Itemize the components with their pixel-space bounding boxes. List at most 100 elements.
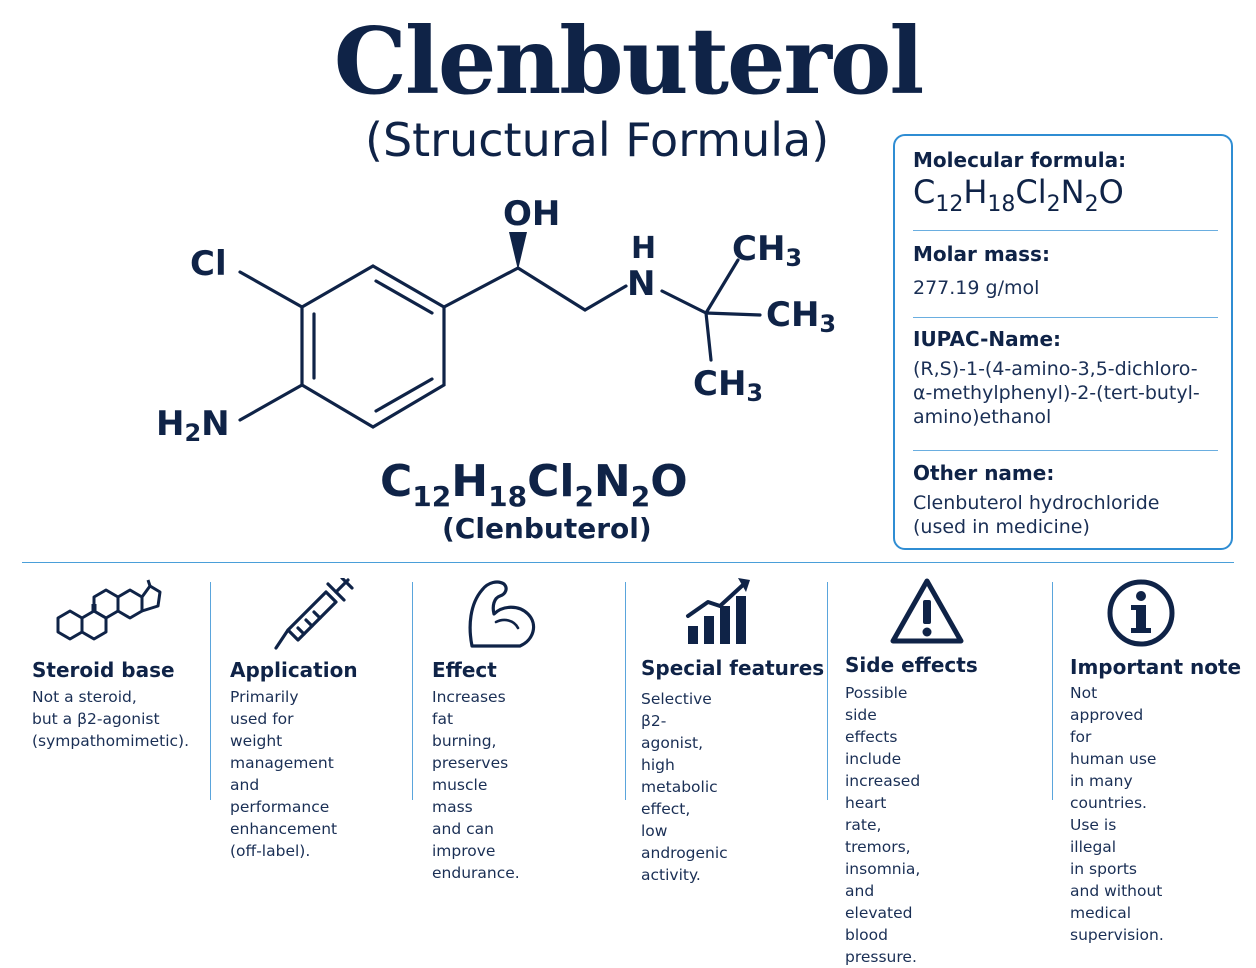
iupac-label: IUPAC-Name: [913,327,1062,351]
feature-line: and can improve [432,820,496,860]
flexed-arm-icon [468,580,536,648]
molar-mass-label: Molar mass: [913,242,1050,266]
bond-ring-nh2 [238,383,304,422]
feature-line: and performance [230,776,330,816]
iupac-section: IUPAC-Name: (R,S)-1-(4-amino-3,5-dichlor… [913,327,1218,429]
wedge-bond-oh [509,232,527,270]
molar-mass-value: 277.19 g/mol [913,277,1040,299]
atom-h2n-sub: 2 [184,419,202,447]
ch3-top-c: CH [732,229,786,269]
molecule-name: (Clenbuterol) [442,512,652,545]
column-divider [625,582,626,800]
bond-chiral-c-ch2 [516,266,587,312]
bond-c-ch3-top [704,258,740,315]
feature-line: low androgenic activity. [641,822,728,884]
fp-c-sub: 12 [412,480,452,513]
fp-h: H [451,456,489,507]
molecule-bonds [238,258,762,429]
fp-n-sub: 2 [630,480,651,513]
feature-line: high metabolic effect, [641,756,718,818]
ch3-top-sub: 3 [785,244,803,272]
ring-double-bond-1 [374,279,434,315]
feature-line: medical supervision. [1070,904,1164,944]
page-title: Clenbuterol [333,7,925,115]
bond-ring-chiral-c [442,266,520,309]
bond-ring-cl [238,270,304,309]
iupac-line: (R,S)-1-(4-amino-3,5-dichloro- [913,358,1198,380]
if-c: C [913,173,936,211]
atom-n: N [627,264,656,304]
ring-double-bond-2 [374,377,434,413]
atom-cl: Cl [190,244,227,284]
other-name-label: Other name: [913,461,1055,485]
atom-h2n: H2N [156,404,230,445]
other-name-line: (used in medicine) [913,516,1090,538]
if-o: O [1098,173,1124,211]
if-h-sub: 18 [987,192,1016,217]
syringe-icon [274,578,354,650]
ch3-right-c: CH [766,295,820,335]
fp-o: O [650,456,688,507]
feature-line: Primarily used for [230,688,299,728]
benzene-ring [300,264,446,429]
atom-oh: OH [503,194,561,234]
warning-triangle-icon [890,578,964,644]
feature-title: Side effects [845,653,978,677]
info-divider [913,317,1218,318]
feature-line: rate, tremors, insomnia, [845,816,921,878]
feature-description: Increases fat burning, preserves muscle … [432,686,520,884]
feature-line: include increased heart [845,750,921,812]
info-divider [913,450,1218,451]
bond-ch2-n [583,284,628,312]
feature-description: Primarily used for weight management and… [230,686,337,862]
iupac-line: α-methylphenyl)-2-(tert-butyl- [913,382,1200,404]
fp-cl-sub: 2 [574,480,594,513]
feature-title: Important note [1070,655,1242,679]
feature-line: Not approved for [1070,684,1144,746]
feature-line: but a β2-agonist [32,710,160,728]
fp-h-sub: 18 [488,480,528,513]
if-cl: Cl [1015,173,1047,211]
fp-n: N [593,456,631,507]
feature-line: Possible side effects [845,684,908,746]
feature-description: Not a steroid, but a β2-agonist (sympath… [32,686,189,752]
feature-line: human use in many [1070,750,1157,790]
feature-line: Not a steroid, [32,688,137,706]
atom-ch3-bottom: CH3 [693,365,763,405]
feature-line: enhancement (off-label). [230,820,338,860]
if-n-sub: 2 [1084,192,1099,217]
atom-ch3-top: CH3 [732,229,802,270]
feature-title: Steroid base [32,658,175,682]
feature-description: Possible side effects include increased … [845,682,920,968]
info-box: Molecular formula: C12H18Cl2N2O Molar ma… [893,134,1233,550]
page-subtitle: (Structural Formula) [365,113,830,167]
column-divider [210,582,211,800]
if-h: H [963,173,988,211]
feature-line: weight management [230,732,334,772]
bond-c-ch3-right [704,311,762,317]
if-n: N [1060,173,1085,211]
bond-n-c-tert [660,289,708,315]
feature-title: Effect [432,658,497,682]
atom-h2n-n: N [201,404,230,444]
info-divider [913,230,1218,231]
if-c-sub: 12 [935,192,964,217]
feature-description: Selective β2-agonist, high metabolic eff… [641,688,728,886]
feature-title: Application [230,658,358,682]
column-divider [412,582,413,800]
ch3-bottom-sub: 3 [746,379,764,407]
molar-mass-section: Molar mass: 277.19 g/mol [913,242,1218,300]
molecule-formula: C12H18Cl2N2O [380,456,688,511]
info-circle-icon [1107,579,1175,647]
feature-title: Special features [641,656,825,680]
atom-h2n-h: H [156,404,185,444]
growth-chart-icon [686,578,750,644]
feature-line: countries. Use is illegal [1070,794,1147,856]
atom-h-on-n: H [631,231,657,266]
fp-c: C [380,456,413,507]
feature-line: in sports and without [1070,860,1163,900]
feature-description: Not approved for human use in many count… [1070,682,1164,946]
feature-line: (sympathomimetic). [32,732,190,750]
feature-line: Increases fat burning, [432,688,506,750]
iupac-line: amino)ethanol [913,406,1052,428]
